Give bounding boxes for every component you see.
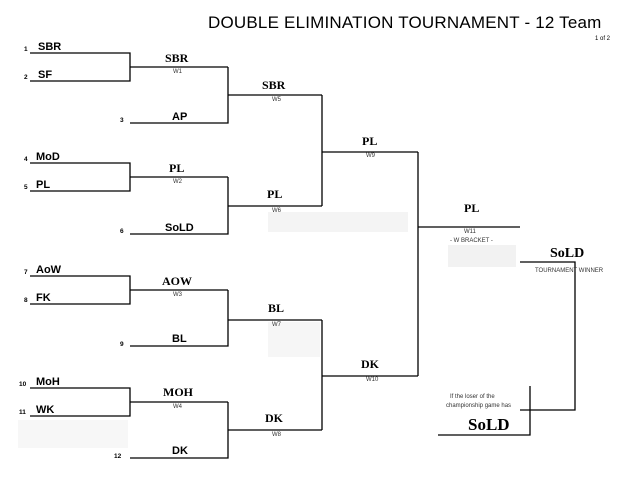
seed-number: 2 — [24, 74, 28, 81]
bracket-lines — [30, 52, 576, 459]
match-code: W9 — [366, 153, 376, 159]
match-code: W6 — [272, 208, 282, 214]
seed-12-line — [130, 402, 229, 459]
match-winners: SBR PL AOW MOH SBR PL BL DK PL DK PL SoL… — [162, 51, 584, 425]
team-name: AP — [172, 111, 187, 123]
winner-label: DK — [265, 411, 284, 425]
seed-number: 4 — [24, 156, 28, 163]
team-name: DK — [172, 445, 188, 457]
seed-6-line — [130, 177, 229, 235]
match-10-line — [321, 320, 418, 430]
winner-caption: TOURNAMENT WINNER — [535, 268, 604, 274]
championship-line — [520, 261, 576, 411]
team-name: BL — [172, 333, 187, 345]
seed-3-line — [130, 67, 229, 124]
match-code: W8 — [272, 432, 282, 438]
winner-label: DK — [361, 357, 380, 371]
seed-number: 8 — [24, 297, 28, 304]
seed-number: 10 — [19, 381, 27, 388]
winner-label: PL — [169, 161, 184, 175]
page-title: DOUBLE ELIMINATION TOURNAMENT - 12 Team — [208, 13, 602, 32]
winner-label: BL — [268, 301, 284, 315]
match-code: W1 — [173, 69, 183, 75]
team-name: SF — [38, 69, 52, 81]
scan-artifact — [18, 420, 128, 448]
seed-number: 7 — [24, 269, 28, 276]
match-4-line — [30, 387, 228, 417]
match-code: W11 — [464, 229, 477, 235]
seed-number: 12 — [114, 453, 122, 460]
team-name: MoH — [36, 376, 60, 388]
team-name: MoD — [36, 151, 60, 163]
seed-number: 1 — [24, 46, 28, 53]
seed-number: 5 — [24, 184, 28, 191]
team-name: AoW — [36, 264, 62, 276]
winner-label: MOH — [163, 385, 194, 399]
match-code: W7 — [272, 322, 282, 328]
championship-note-line1: If the loser of the — [450, 394, 495, 400]
scan-artifact — [448, 245, 516, 267]
scan-artifact — [268, 212, 408, 232]
team-name: WK — [36, 404, 54, 416]
match-2-line — [30, 162, 228, 192]
seed-number: 6 — [120, 228, 124, 235]
match-9-line — [321, 95, 418, 206]
seed-teams: SBR SF AP MoD PL SoLD AoW FK BL MoH WK D… — [36, 41, 194, 457]
match-code: W4 — [173, 404, 183, 410]
winner-label: SBR — [262, 78, 286, 92]
winner-label: PL — [464, 201, 479, 215]
scan-artifact — [268, 322, 320, 357]
seed-number: 11 — [19, 409, 26, 416]
match-code: W5 — [272, 97, 282, 103]
seed-number: 3 — [120, 117, 124, 124]
winner-box-line — [438, 386, 531, 436]
match-1-line — [30, 52, 228, 82]
team-name: SoLD — [165, 222, 194, 234]
championship-winner: SoLD — [468, 415, 510, 434]
bracket-note: - W BRACKET - — [450, 238, 493, 244]
champion-label: SoLD — [550, 246, 584, 261]
team-name: FK — [36, 292, 51, 304]
match-codes: W1 W2 W3 W4 W5 W6 W7 W8 W9 W10 W11 — [173, 69, 477, 438]
seed-9-line — [130, 290, 229, 347]
seed-numbers: 1 2 3 4 5 6 7 8 9 10 11 12 — [19, 46, 124, 460]
match-code: W10 — [366, 377, 379, 383]
page-indicator: 1 of 2 — [595, 36, 611, 42]
winner-label: AOW — [162, 274, 192, 288]
winner-label: SBR — [165, 51, 189, 65]
match-3-line — [30, 275, 228, 305]
match-code: W2 — [173, 179, 183, 185]
match-11-line — [417, 152, 520, 376]
championship-note-line2: championship game has — [446, 403, 511, 409]
winner-label: PL — [267, 187, 282, 201]
team-name: PL — [36, 179, 50, 191]
seed-number: 9 — [120, 341, 124, 348]
match-code: W3 — [173, 292, 183, 298]
team-name: SBR — [38, 41, 61, 53]
winner-label: PL — [362, 134, 377, 148]
